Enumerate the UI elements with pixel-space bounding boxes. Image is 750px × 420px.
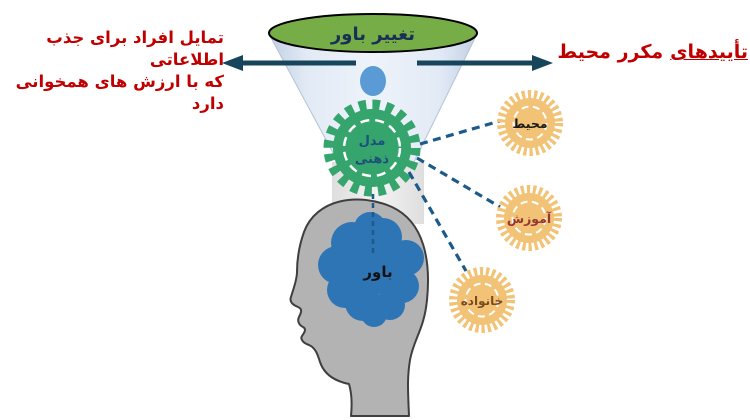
left-note-line2: که با ارزش های همخوانی دارد xyxy=(15,72,224,114)
belief-change-ellipse xyxy=(268,13,478,53)
right-note-underlined: تأییدهای xyxy=(670,41,748,63)
factor-gear-environment: محیط xyxy=(497,90,563,156)
factor-gear-education: آموزش xyxy=(496,185,562,251)
mental-model-label-line2: ذهنی xyxy=(355,152,389,167)
mental-model-label-line1: مدل xyxy=(359,134,386,149)
factor-gear-family-label: خانواده xyxy=(461,294,504,309)
dashed-connectors xyxy=(371,119,501,272)
left-note: تمایل افراد برای جذب اطلاعاتی که با ارزش… xyxy=(0,27,224,115)
left-note-line1: تمایل افراد برای جذب اطلاعاتی xyxy=(46,28,224,70)
right-arrow xyxy=(417,55,553,71)
belief-change-label: تغییر باور xyxy=(330,24,415,45)
left-arrow xyxy=(222,55,356,71)
right-note-rest: مکرر محیط xyxy=(557,41,664,63)
factor-gear-environment-label: محیط xyxy=(512,116,547,131)
factor-gear-education-label: آموزش xyxy=(507,211,552,226)
brain xyxy=(318,212,424,327)
mental-model-gear: مدل ذهنی xyxy=(323,99,421,197)
right-note: تأییدهای مکرر محیط xyxy=(557,41,748,63)
belief-dot xyxy=(360,66,386,96)
factor-gear-family: خانواده xyxy=(449,267,515,333)
brain-label: باور xyxy=(362,263,392,281)
